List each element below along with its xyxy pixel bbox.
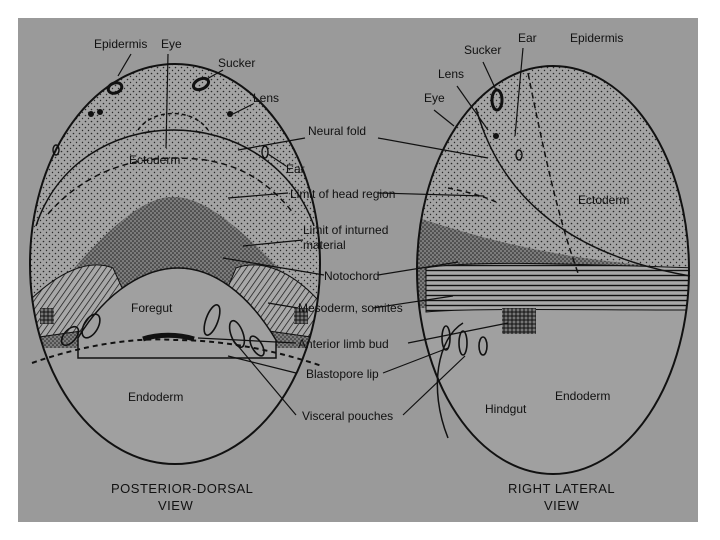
label-ear: Ear	[286, 162, 305, 176]
label-hindgut: Hindgut	[485, 402, 527, 416]
label-ear-right: Ear	[518, 31, 537, 45]
caption-left-line1: POSTERIOR-DORSAL	[111, 481, 253, 496]
embryo-diagram: Epidermis Eye Sucker Lens Ectoderm Foreg…	[18, 18, 698, 522]
label-notochord: Notochord	[324, 269, 379, 283]
label-ectoderm-right: Ectoderm	[578, 193, 629, 207]
label-sucker-right: Sucker	[464, 43, 501, 57]
label-foregut: Foregut	[131, 301, 173, 315]
label-ectoderm-left: Ectoderm	[129, 153, 180, 167]
label-neural-fold: Neural fold	[308, 124, 366, 138]
label-blastopore: Blastopore lip	[306, 367, 379, 381]
label-limit-head: Limit of head region	[290, 187, 395, 201]
label-epidermis-right: Epidermis	[570, 31, 623, 45]
visceral-pouches-right	[441, 325, 488, 356]
label-limb-bud: Anterior limb bud	[298, 337, 389, 351]
sucker-icon	[191, 76, 211, 92]
eye-icon	[88, 111, 94, 117]
left-embryo	[29, 63, 323, 465]
eye-icon	[493, 133, 499, 139]
caption-right-line2: VIEW	[544, 498, 579, 513]
label-endoderm-left: Endoderm	[128, 390, 183, 404]
caption-left-line2: VIEW	[158, 498, 193, 513]
eye-icon	[227, 111, 233, 117]
label-limit-inturned: Limit of inturned	[303, 223, 388, 237]
caption-right-line1: RIGHT LATERAL	[508, 481, 615, 496]
leader-lines	[117, 47, 524, 416]
label-mesoderm: Mesoderm, somites	[298, 301, 403, 315]
label-eye-right: Eye	[424, 91, 445, 105]
label-visceral: Visceral pouches	[302, 409, 393, 423]
anterior-limb-bud	[142, 332, 195, 342]
label-endoderm-right: Endoderm	[555, 389, 610, 403]
label-lens-right: Lens	[438, 67, 464, 81]
sucker-icon	[106, 81, 124, 95]
diagram-canvas: Epidermis Eye Sucker Lens Ectoderm Foreg…	[29, 31, 691, 513]
right-embryo	[416, 65, 691, 475]
sucker-icon	[490, 88, 504, 112]
label-epidermis: Epidermis	[94, 37, 147, 51]
eye-icon	[97, 109, 103, 115]
ear-icon	[261, 145, 269, 159]
label-lens: Lens	[253, 91, 279, 105]
label-sucker: Sucker	[218, 56, 255, 70]
label-eye: Eye	[161, 37, 182, 51]
ear-icon	[515, 149, 523, 161]
ear-icon	[52, 144, 60, 156]
visceral-pouches-left	[60, 304, 265, 357]
label-limit-inturned-2: material	[303, 238, 346, 252]
